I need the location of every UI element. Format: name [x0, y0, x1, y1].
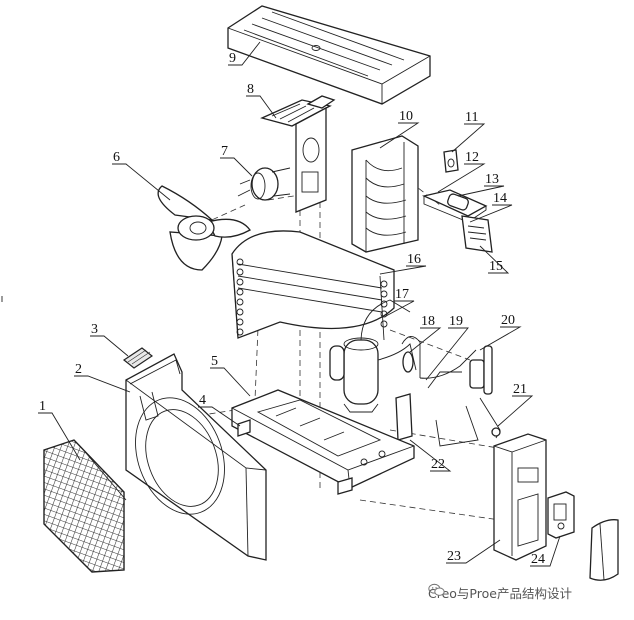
- callout-number-17: 17: [395, 287, 409, 302]
- callout-number-14: 14: [493, 191, 507, 206]
- callout-number-23: 23: [447, 549, 461, 564]
- part-terminal-cover: [589, 519, 619, 581]
- part-base-bracket: [237, 419, 251, 437]
- part-compressor: [329, 299, 417, 413]
- callout-number-8: 8: [247, 82, 254, 97]
- callout-number-1: 1: [39, 399, 46, 414]
- callout-number-22: 22: [431, 457, 445, 472]
- callout-leader-4: [198, 406, 241, 427]
- callout-leader-22: [409, 439, 452, 472]
- callout-leader-18: [409, 327, 442, 353]
- callout-number-11: 11: [465, 110, 478, 125]
- part-valve-cover: [547, 491, 575, 539]
- callout-number-20: 20: [501, 313, 515, 328]
- part-partition-plate: [351, 135, 419, 253]
- callout-leader-12: [437, 163, 486, 193]
- part-side-panel: [493, 433, 547, 561]
- wechat-logo-icon: [428, 583, 445, 596]
- part-fan-blade: [157, 185, 251, 271]
- callout-leader-1: [38, 412, 81, 461]
- callout-leader-3: [90, 335, 129, 357]
- callout-number-7: 7: [221, 144, 228, 159]
- callout-leader-13: [457, 185, 505, 197]
- part-fan-motor: [237, 167, 291, 201]
- callout-number-12: 12: [465, 150, 479, 165]
- callout-number-9: 9: [229, 51, 236, 66]
- callout-number-10: 10: [399, 109, 413, 124]
- callout-leader-2: [74, 375, 131, 393]
- callout-leader-14: [469, 204, 513, 223]
- callout-leader-11: [451, 123, 486, 153]
- callout-leader-8: [246, 95, 277, 119]
- callout-number-21: 21: [513, 382, 527, 397]
- callout-leader-5: [210, 367, 251, 397]
- callout-number-13: 13: [485, 172, 499, 187]
- part-motor-bracket: [260, 95, 336, 213]
- part-piping-assembly: [395, 336, 501, 447]
- coil-hairpin-bends: [236, 258, 388, 336]
- part-capacitor-clip: [443, 149, 459, 173]
- callout-leader-23: [446, 539, 501, 564]
- callout-number-4: 4: [199, 393, 206, 408]
- callout-number-2: 2: [75, 362, 82, 377]
- watermark: Creo与Proe产品结构设计: [428, 583, 572, 602]
- callout-number-24: 24: [531, 552, 545, 567]
- callout-leader-6: [112, 163, 171, 201]
- part-front-grille: [43, 439, 127, 573]
- callout-number-3: 3: [91, 322, 98, 337]
- callout-number-16: 16: [407, 252, 421, 267]
- callout-number-5: 5: [211, 354, 218, 369]
- callout-leader-24: [530, 535, 561, 567]
- part-front-panel: [125, 353, 267, 561]
- part-base-tray: [231, 389, 415, 495]
- callout-leader-17: [385, 300, 415, 317]
- callout-leader-21: [497, 395, 534, 427]
- watermark-text: Creo与Proe产品结构设计: [428, 586, 572, 601]
- callout-leader-16: [379, 265, 427, 275]
- part-condenser-coil: [231, 230, 395, 341]
- part-handle: [122, 347, 154, 369]
- callout-number-19: 19: [449, 314, 463, 329]
- callout-number-18: 18: [421, 314, 435, 329]
- callout-number-6: 6: [113, 150, 120, 165]
- callout-leader-7: [220, 157, 253, 177]
- callout-number-15: 15: [489, 259, 503, 274]
- callout-leader-15: [479, 245, 510, 274]
- callout-leader-20: [479, 326, 522, 351]
- callout-leader-9: [228, 41, 261, 66]
- part-electrical-box: [421, 189, 493, 253]
- part-top-cover: [227, 5, 431, 105]
- callout-leader-19: [425, 327, 469, 381]
- callout-leader-10: [379, 122, 420, 149]
